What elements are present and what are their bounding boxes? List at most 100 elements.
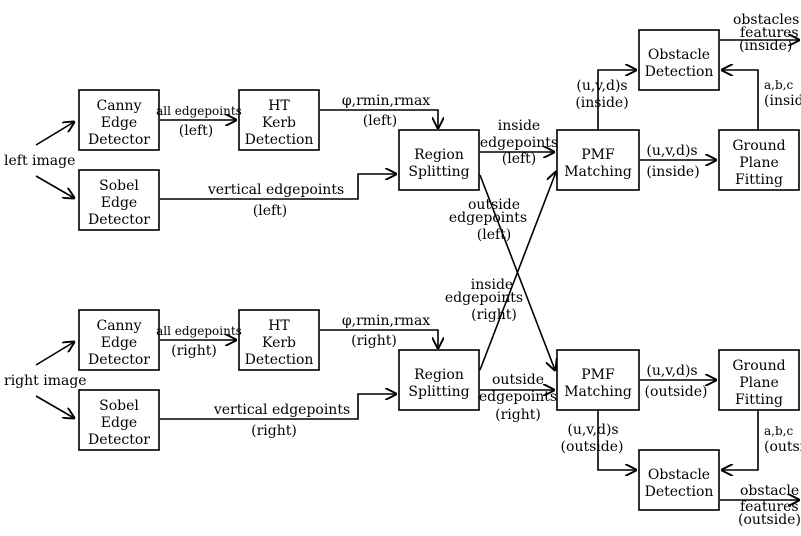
vertical-right-line-2: (right) <box>251 423 297 439</box>
obstacle-inside-line-2: Detection <box>645 64 714 80</box>
ht-left-line-1: HT <box>268 98 290 114</box>
arrow-sobel-left-to-region-left <box>160 174 396 200</box>
obstacle-outside-line-1: Obstacle <box>648 467 710 483</box>
outside-right-line-2: edgepoints <box>479 389 557 405</box>
sobel-left-line-1: Sobel <box>99 178 139 194</box>
ground-inside-box: Ground Plane Fitting <box>718 129 800 191</box>
sobel-right-line-1: Sobel <box>99 398 139 414</box>
uvd-outside-right-line-1: (u,v,d)s <box>646 363 697 379</box>
ht-left-box: HT Kerb Detection <box>238 89 320 151</box>
obstacles-features-inside-line-3: (inside) <box>739 38 792 54</box>
right-image-label: right image <box>4 373 87 389</box>
all-edgepoints-left-line-2: (left) <box>179 123 214 139</box>
pmf-outside-line-1: PMF <box>581 367 615 383</box>
inside-right-line-2: edgepoints <box>445 290 523 306</box>
sobel-right-box: Sobel Edge Detector <box>78 389 160 451</box>
region-left-line-2: Splitting <box>408 164 469 180</box>
vertical-left-line-2: (left) <box>253 203 288 219</box>
region-left-box: Region Splitting <box>398 129 480 191</box>
edge-labels: left image right image all edgepoints (l… <box>4 12 801 528</box>
ground-outside-line-3: Fitting <box>735 392 783 408</box>
region-right-line-1: Region <box>414 367 464 383</box>
ht-left-line-2: Kerb <box>262 115 296 131</box>
outside-right-line-1: outside <box>492 372 544 388</box>
uvd-inside-right-line-1: (u,v,d)s <box>646 143 697 159</box>
arrow-ground-outside-to-obstacle-outside <box>722 410 759 470</box>
pmf-inside-line-1: PMF <box>581 147 615 163</box>
all-edgepoints-right-line-2: (right) <box>171 343 217 359</box>
arrow-pmf-outside-to-obstacle-outside <box>597 410 636 470</box>
ht-right-line-3: Detection <box>245 352 314 368</box>
sobel-left-box: Sobel Edge Detector <box>78 169 160 231</box>
canny-right-line-3: Detector <box>88 352 150 368</box>
uvd-inside-right-line-2: (inside) <box>646 164 699 180</box>
left-image-label: left image <box>4 153 75 169</box>
arrow-left-image-to-canny <box>35 122 74 146</box>
inside-left-line-1: inside <box>498 118 540 134</box>
canny-left-box: Canny Edge Detector <box>78 89 160 151</box>
vertical-left-line-1: vertical edgepoints <box>207 182 344 198</box>
all-edgepoints-right-line-1: all edgepoints <box>156 324 242 338</box>
inside-left-line-2: edgepoints <box>480 135 558 151</box>
ht-right-line-2: Kerb <box>262 335 296 351</box>
region-right-line-2: Splitting <box>408 384 469 400</box>
obstacle-outside-line-2: Detection <box>645 484 714 500</box>
obstacles-features-inside-line-2: features <box>740 25 799 41</box>
vertical-right-line-1: vertical edgepoints <box>213 402 350 418</box>
outside-left-line-2: edgepoints <box>449 210 527 226</box>
obstacle-features-outside-line-2: features <box>740 499 799 515</box>
ground-outside-line-1: Ground <box>732 358 785 374</box>
abc-inside-line-1: a,b,c <box>764 78 793 92</box>
ht-right-line-1: HT <box>268 318 290 334</box>
uvd-inside-up-line-2: (inside) <box>575 95 628 111</box>
ground-inside-line-1: Ground <box>732 138 785 154</box>
canny-left-line-2: Edge <box>101 115 137 131</box>
sobel-right-line-2: Edge <box>101 415 137 431</box>
sobel-right-line-3: Detector <box>88 432 150 448</box>
inside-left-line-3: (left) <box>502 151 537 167</box>
canny-right-line-2: Edge <box>101 335 137 351</box>
arrow-ht-right-to-region-right <box>320 329 438 348</box>
uvd-outside-down-line-2: (outside) <box>561 439 624 455</box>
obstacle-features-outside-line-1: obstacle <box>740 483 799 499</box>
pmf-outside-box: PMF Matching <box>556 349 640 411</box>
arrow-ground-inside-to-obstacle-inside <box>722 70 759 130</box>
ht-left-line-3: Detection <box>245 132 314 148</box>
obstacle-outside-box: Obstacle Detection <box>638 449 720 511</box>
arrow-ht-left-to-region-left <box>320 109 438 128</box>
uvd-inside-up-line-1: (u,v,d)s <box>576 78 627 94</box>
abc-outside-line-1: a,b,c <box>764 424 793 438</box>
phi-right-line-2: (right) <box>351 333 397 349</box>
arrow-right-image-to-sobel <box>35 395 74 418</box>
region-left-line-1: Region <box>414 147 464 163</box>
ht-right-box: HT Kerb Detection <box>238 309 320 371</box>
outside-left-line-1: outside <box>468 197 520 213</box>
arrow-region-right-to-pmf-inside <box>479 172 556 371</box>
obstacles-features-inside-line-1: obstacles <box>733 12 799 28</box>
ground-outside-line-2: Plane <box>739 375 779 391</box>
pmf-inside-line-2: Matching <box>564 164 632 180</box>
phi-left-line-2: (left) <box>363 113 398 129</box>
arrow-right-image-to-canny <box>35 342 74 366</box>
inside-right-line-1: inside <box>471 277 513 293</box>
outside-left-line-3: (left) <box>477 227 512 243</box>
boxes: Canny Edge Detector Sobel Edge Detector … <box>78 29 800 511</box>
connections <box>35 40 799 500</box>
canny-left-line-1: Canny <box>96 98 141 114</box>
abc-outside-line-2: (outside) <box>764 439 801 455</box>
arrow-pmf-inside-to-obstacle-inside <box>597 70 636 130</box>
sobel-left-line-2: Edge <box>101 195 137 211</box>
canny-right-box: Canny Edge Detector <box>78 309 160 371</box>
ground-outside-box: Ground Plane Fitting <box>718 349 800 411</box>
obstacle-features-outside-line-3: (outside) <box>738 512 801 528</box>
pmf-inside-box: PMF Matching <box>556 129 640 191</box>
ground-inside-line-3: Fitting <box>735 172 783 188</box>
arrow-sobel-right-to-region-right <box>160 394 396 420</box>
pmf-outside-line-2: Matching <box>564 384 632 400</box>
all-edgepoints-left-line-1: all edgepoints <box>156 104 242 118</box>
sobel-left-line-3: Detector <box>88 212 150 228</box>
uvd-outside-down-line-1: (u,v,d)s <box>567 422 618 438</box>
region-right-box: Region Splitting <box>398 349 480 411</box>
obstacle-inside-box: Obstacle Detection <box>638 29 720 91</box>
